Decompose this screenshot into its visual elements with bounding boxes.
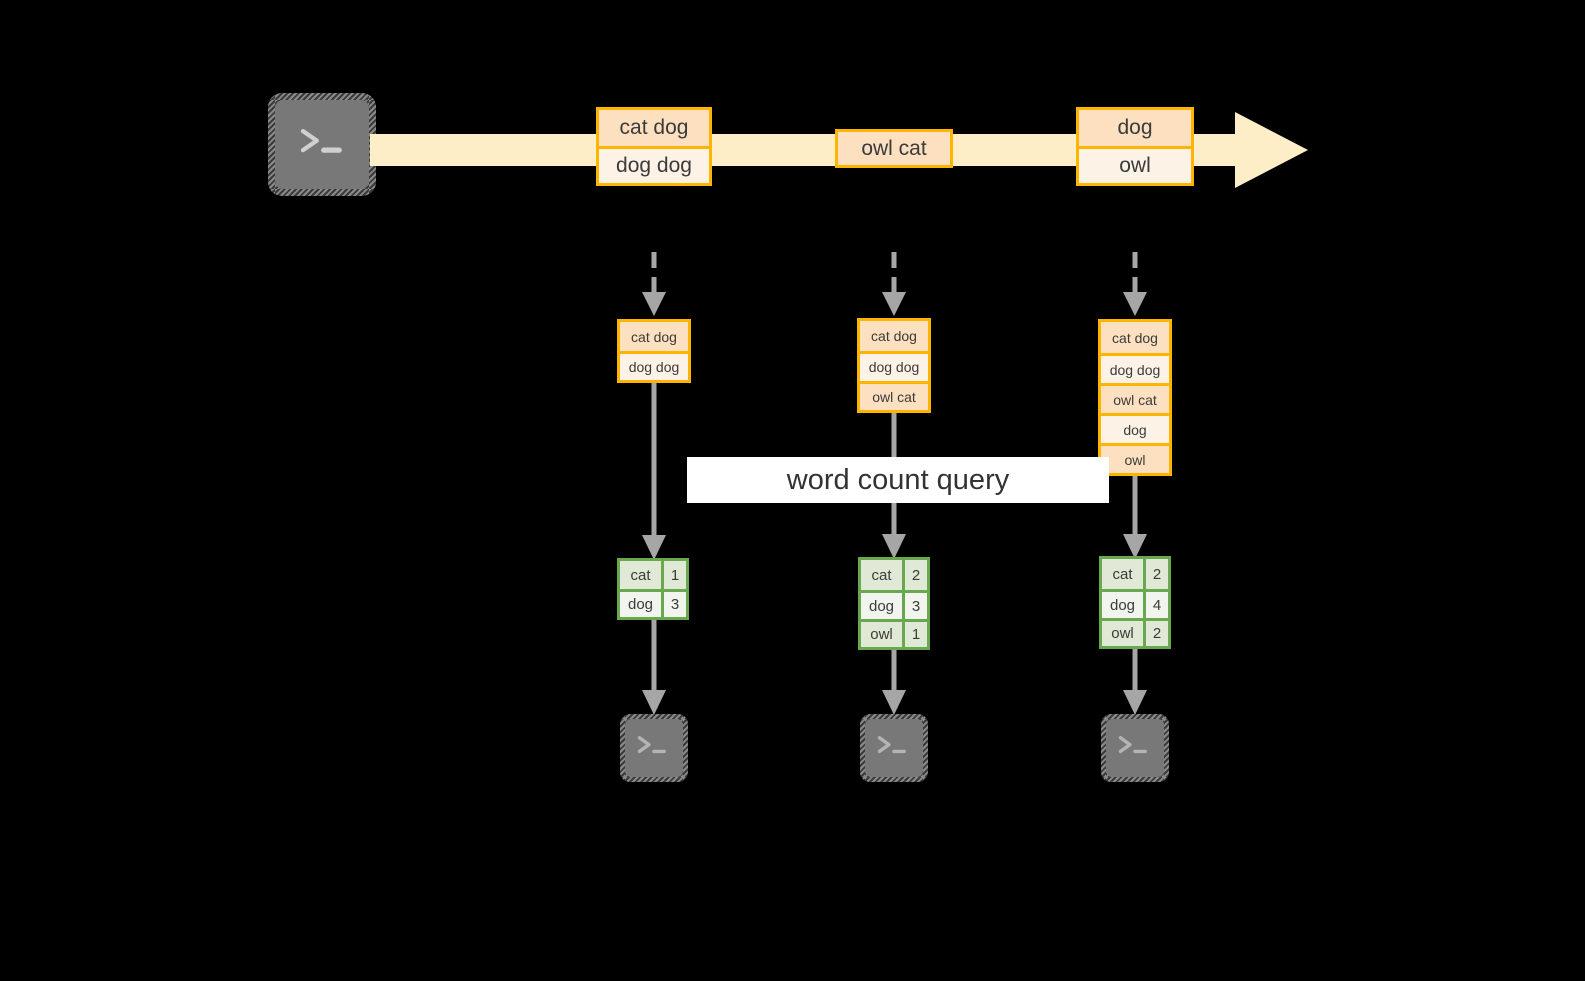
result-word: dog (620, 592, 664, 617)
stage-3-consumer-terminal-icon (1101, 714, 1169, 782)
stage-2-consumer-terminal-icon (860, 714, 928, 782)
terminal-prompt-glyph (877, 736, 906, 754)
dashed-arrow-stage-1 (642, 252, 666, 316)
terminal-screen (275, 100, 369, 189)
accumulated-event: owl cat (860, 380, 928, 410)
terminal-screen (865, 719, 923, 777)
producer-terminal-icon (268, 93, 376, 196)
table-row: dog 3 (620, 589, 686, 617)
stream-event: dog dog (599, 146, 709, 183)
table-row: owl 1 (861, 619, 927, 647)
result-word: dog (861, 593, 905, 619)
terminal-screen (1106, 719, 1164, 777)
table-row: cat 2 (1102, 559, 1168, 589)
result-count: 2 (905, 560, 927, 590)
stage-1-result-table: cat 1 dog 3 (617, 558, 689, 620)
stage-2-result-table: cat 2 dog 3 owl 1 (858, 557, 930, 650)
output-arrow-stage-3 (1123, 649, 1147, 715)
result-count: 1 (664, 561, 686, 590)
accumulated-event: cat dog (620, 322, 688, 352)
accumulated-event: owl cat (1101, 383, 1169, 413)
result-word: owl (861, 622, 905, 647)
result-word: cat (620, 561, 664, 590)
table-row: owl 2 (1102, 618, 1168, 646)
stream-event: cat dog (599, 110, 709, 147)
result-count: 2 (1146, 621, 1168, 646)
stream-group-1: cat dog dog dog (596, 107, 712, 186)
stage-1-accumulated-box: cat dog dog dog (617, 319, 691, 383)
stream-group-3: dog owl (1076, 107, 1194, 186)
result-word: cat (861, 560, 905, 590)
accumulated-event: cat dog (860, 321, 928, 352)
result-count: 3 (905, 593, 927, 619)
stream-group-2: owl cat (835, 129, 953, 168)
table-row: cat 1 (620, 561, 686, 590)
stage-1-consumer-terminal-icon (620, 714, 688, 782)
terminal-prompt-glyph (1118, 736, 1147, 754)
accumulated-event: dog dog (1101, 353, 1169, 383)
result-count: 4 (1146, 592, 1168, 618)
accumulated-event: dog dog (860, 351, 928, 381)
table-row: dog 4 (1102, 589, 1168, 618)
accumulated-event: owl (1101, 443, 1169, 473)
query-label-text: word count query (786, 463, 1010, 496)
dashed-arrow-stage-3 (1123, 252, 1147, 316)
stage-3-result-table: cat 2 dog 4 owl 2 (1099, 556, 1171, 649)
table-row: cat 2 (861, 560, 927, 590)
query-arrow-stage-1 (642, 383, 666, 560)
query-arrow-stage-3 (1123, 476, 1147, 559)
stream-event: owl (1079, 146, 1191, 183)
stage-2-accumulated-box: cat dog dog dog owl cat (857, 318, 931, 413)
output-arrow-stage-2 (882, 650, 906, 715)
accumulated-event: dog dog (620, 351, 688, 380)
result-count: 3 (664, 592, 686, 617)
accumulated-event: cat dog (1101, 322, 1169, 353)
terminal-prompt-glyph (300, 128, 342, 153)
output-arrow-stage-1 (642, 620, 666, 715)
stream-event: dog (1079, 110, 1191, 147)
terminal-screen (625, 719, 683, 777)
dashed-arrow-stage-2 (882, 252, 906, 316)
stream-event: owl cat (838, 132, 950, 165)
word-count-query-label: word count query (687, 457, 1109, 503)
result-count: 1 (905, 622, 927, 647)
result-word: dog (1102, 592, 1146, 618)
terminal-prompt-glyph (637, 736, 666, 754)
result-count: 2 (1146, 559, 1168, 589)
result-word: cat (1102, 559, 1146, 589)
result-word: owl (1102, 621, 1146, 646)
stage-3-accumulated-box: cat dog dog dog owl cat dog owl (1098, 319, 1172, 476)
accumulated-event: dog (1101, 413, 1169, 443)
table-row: dog 3 (861, 590, 927, 619)
